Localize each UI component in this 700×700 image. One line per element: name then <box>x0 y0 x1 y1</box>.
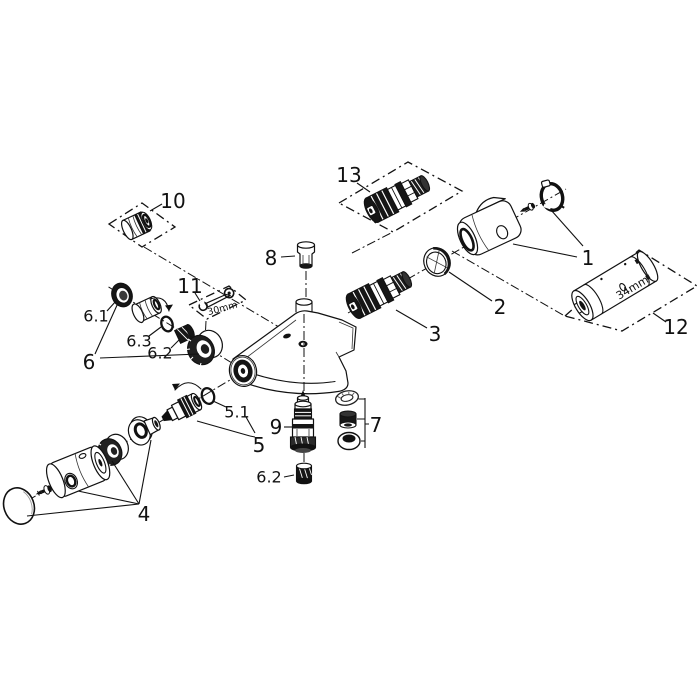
label-part-11: 11 <box>177 274 202 298</box>
part-labels: 1 2 3 4 5 5.1 6 6.1 6.3 6.2 7 8 9 10 11 … <box>83 163 689 526</box>
part-7-washer <box>335 390 359 406</box>
part-5-check-valve <box>161 392 203 422</box>
label-part-12: 12 <box>663 315 688 339</box>
option-box-part-10 <box>107 202 177 248</box>
part-3-thermostatic-cartridge <box>342 265 417 322</box>
part-1-handle-group <box>456 179 565 256</box>
part-9-cartridge <box>289 390 317 453</box>
label-part-9: 9 <box>270 415 283 439</box>
label-part-4: 4 <box>138 502 151 526</box>
screw-in-arrow <box>174 382 202 391</box>
body-left-port <box>228 354 258 388</box>
part-10-aerator <box>120 211 153 241</box>
handle-grip <box>456 196 522 256</box>
option-box-part-12 <box>563 249 699 332</box>
part-6-union-set <box>111 282 223 367</box>
cover-cap <box>2 487 36 525</box>
label-part-6-1: 6.1 <box>83 307 108 326</box>
screw-in-arrow-head <box>172 383 180 390</box>
part-6-2-lower-insert <box>295 462 313 485</box>
part-7-seal-set <box>335 390 361 451</box>
label-part-8: 8 <box>265 246 278 270</box>
label-part-10: 10 <box>160 189 185 213</box>
part-6-1-gasket <box>111 282 133 308</box>
part-4-wall-union-set <box>2 416 161 525</box>
part-13-thermostatic-cartridge <box>360 169 435 226</box>
label-part-13: 13 <box>336 163 361 187</box>
handle-cap-clip <box>539 179 565 213</box>
handle-screw <box>519 202 536 212</box>
union-screw <box>35 485 52 496</box>
leader-lines <box>26 182 667 517</box>
label-part-6-2-lower: 6.2 <box>256 468 281 487</box>
label-part-7: 7 <box>370 413 383 437</box>
turn-arrow-head <box>165 304 173 311</box>
faucet-body <box>228 298 357 395</box>
label-part-2: 2 <box>494 295 507 319</box>
part-2-stop-ring <box>423 247 451 277</box>
part-6-union-nut <box>186 329 223 367</box>
part-5-check-valve-group <box>161 382 216 422</box>
label-part-5: 5 <box>253 433 266 457</box>
part-5-1-o-ring <box>200 387 216 405</box>
label-part-6: 6 <box>83 350 96 374</box>
part-7-dome-cap <box>337 431 361 451</box>
part-6-3-o-ring <box>160 315 174 333</box>
label-part-1: 1 <box>582 246 595 270</box>
union-housing <box>45 445 111 499</box>
part-8-top-plug <box>296 241 316 269</box>
part-6-2-insert <box>173 323 195 345</box>
union-cone <box>127 416 161 446</box>
option-box-part-11 <box>187 285 248 320</box>
label-part-6-3: 6.3 <box>126 332 151 351</box>
label-part-6-2: 6.2 <box>147 344 172 363</box>
part-7-insert <box>339 410 357 429</box>
label-part-5-1: 5.1 <box>224 403 249 422</box>
label-part-3: 3 <box>429 322 442 346</box>
part-6-connector <box>131 295 162 324</box>
